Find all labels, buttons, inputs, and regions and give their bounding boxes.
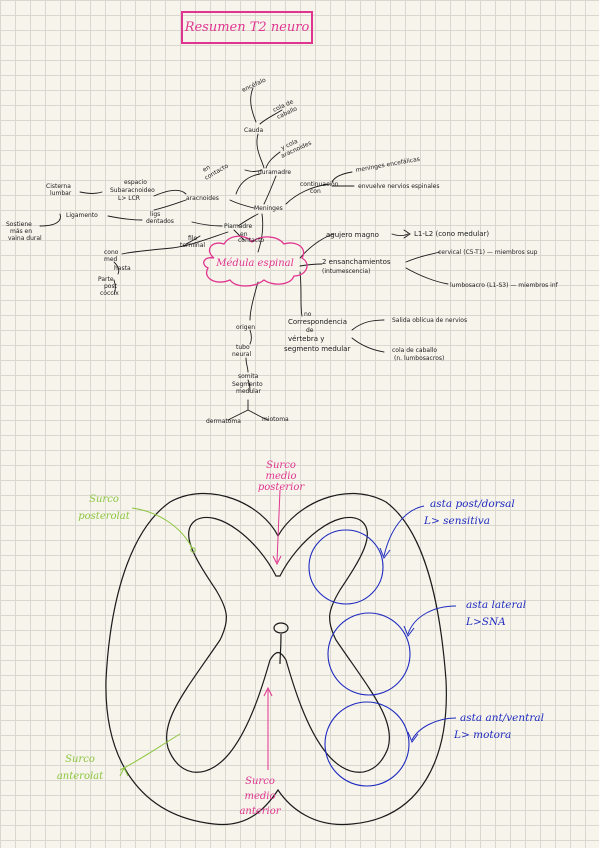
node-hasta: hasta bbox=[114, 265, 131, 272]
node-en-contacto2-2: contacto bbox=[238, 237, 264, 244]
node-nocorr-1: no bbox=[304, 311, 312, 318]
node-en-contacto-1: en bbox=[202, 164, 212, 174]
node-cola-2: (n. lumbosacros) bbox=[394, 355, 444, 362]
node-filo-2: terminal bbox=[180, 242, 205, 249]
central-canal bbox=[273, 622, 289, 634]
node-cauda: Cauda bbox=[244, 127, 263, 134]
node-aracnoides: aracnoides bbox=[186, 195, 219, 202]
node-filo-1: filo bbox=[188, 235, 197, 242]
label-surco-anterolat-2: anterolat bbox=[57, 771, 104, 782]
label-asta-post-2: L> sensitiva bbox=[423, 515, 490, 527]
node-meninges-encefalicas: meninges encefálicas bbox=[355, 156, 420, 174]
node-nocorr-3: de bbox=[306, 327, 314, 334]
node-espacio-1: espacio bbox=[124, 179, 147, 186]
label-surco-posterolat-2: posterolat bbox=[78, 511, 130, 522]
asta-post-circle bbox=[308, 529, 384, 605]
node-espacio-3: L> LCR bbox=[118, 195, 140, 202]
label-surco-anterolat-1: Surco bbox=[65, 754, 95, 765]
node-espacio-2: Subaracnoideo bbox=[110, 187, 155, 194]
center-label: Médula espinal bbox=[215, 258, 294, 269]
node-sostiene-1: Sostiene bbox=[6, 221, 32, 228]
blue-arrows bbox=[379, 505, 457, 744]
node-meninges: Meninges bbox=[254, 205, 283, 212]
mindmap-labels: encéfalo cola de caballo Cauda y cola ar… bbox=[6, 77, 559, 425]
outer-outline bbox=[105, 492, 447, 826]
asta-lateral-circle bbox=[327, 612, 411, 696]
node-cono-2: med bbox=[104, 256, 118, 263]
node-ligas-2: dentados bbox=[146, 218, 174, 225]
node-en-contacto2-1: en bbox=[240, 231, 248, 238]
label-asta-post-1: asta post/dorsal bbox=[430, 498, 515, 510]
cord-outline bbox=[105, 492, 447, 826]
label-surco-medio-post-2: medio bbox=[265, 471, 296, 482]
node-parte-3: cóccix bbox=[100, 290, 119, 297]
node-miotoma: miotoma bbox=[262, 416, 289, 423]
node-duramadre: duramadre bbox=[258, 169, 291, 176]
label-surco-medio-ant-1: Surco bbox=[245, 776, 275, 787]
node-sostiene-2: más en bbox=[10, 228, 32, 235]
node-cisterna-1: Cisterna bbox=[46, 183, 71, 190]
node-agujero-magno: agujero magno bbox=[326, 231, 379, 239]
node-continuacion-1: continuación bbox=[300, 181, 339, 188]
horns bbox=[308, 529, 411, 787]
node-origen: origen bbox=[236, 324, 255, 331]
label-asta-lateral-2: L>SNA bbox=[465, 616, 506, 628]
node-l1-l2: L1-L2 (cono medular) bbox=[414, 230, 489, 238]
label-asta-ant-2: L> motora bbox=[453, 729, 511, 741]
node-nocorr-4: vértebra y bbox=[288, 335, 324, 343]
node-lumbosacro: lumbosacro (L1-S3) — miembros inf bbox=[450, 282, 559, 289]
grey-matter-outline bbox=[166, 516, 390, 773]
mindmap-connectors bbox=[39, 87, 449, 421]
node-cervical: cervical (C5-T1) — miembros sup bbox=[438, 249, 538, 256]
label-surco-medio-ant-2: medio bbox=[244, 791, 275, 802]
label-surco-medio-post-1: Surco bbox=[266, 460, 296, 471]
node-parte-2: post bbox=[104, 283, 118, 290]
node-cisterna-2: lumbar bbox=[50, 190, 72, 197]
page-title: Resumen T2 neuro bbox=[181, 11, 313, 44]
node-piamadre: Piamadre bbox=[224, 223, 252, 230]
label-asta-lateral-1: asta lateral bbox=[466, 599, 526, 611]
node-cono-1: cono bbox=[104, 249, 119, 256]
cross-section-labels: Surco medio posterior Surco posterolat S… bbox=[57, 460, 544, 817]
label-asta-ant-1: asta ant/ventral bbox=[460, 712, 544, 724]
node-encefalo: encéfalo bbox=[241, 77, 267, 94]
asta-ant-circle bbox=[324, 701, 410, 787]
node-segmento-2: medular bbox=[236, 388, 261, 395]
node-tubo-1: tubo bbox=[236, 344, 250, 351]
node-segmento-1: Segmento bbox=[232, 381, 263, 388]
node-envuelve: envuelve nervios espinales bbox=[358, 183, 440, 190]
label-surco-medio-ant-3: anterior bbox=[239, 806, 281, 817]
node-ligas-1: ligs bbox=[150, 211, 160, 218]
node-ensanchamientos-1: 2 ensanchamientos bbox=[322, 258, 391, 266]
node-salida: Salida oblicua de nervios bbox=[392, 317, 467, 324]
node-continuacion-2: con bbox=[310, 188, 321, 195]
node-nocorr-5: segmento medular bbox=[284, 345, 350, 353]
node-somita: somita bbox=[238, 373, 259, 380]
label-surco-posterolat-1: Surco bbox=[89, 494, 119, 505]
center-cloud bbox=[203, 235, 308, 287]
node-tubo-2: neural bbox=[232, 351, 251, 358]
node-parte-1: Parte bbox=[98, 276, 114, 283]
node-nocorr-2: Correspondencia bbox=[288, 318, 347, 326]
node-dermatoma: dermatoma bbox=[206, 418, 241, 425]
green-arrows bbox=[119, 507, 196, 777]
node-cola-1: cola de caballo bbox=[392, 347, 437, 354]
node-ensanchamientos-2: (intumescencia) bbox=[322, 268, 370, 275]
node-sostiene-3: vaina dural bbox=[8, 235, 42, 242]
pink-arrows bbox=[263, 489, 282, 770]
node-ligamento: Ligamento bbox=[66, 212, 98, 219]
label-surco-medio-post-3: posterior bbox=[258, 482, 305, 493]
